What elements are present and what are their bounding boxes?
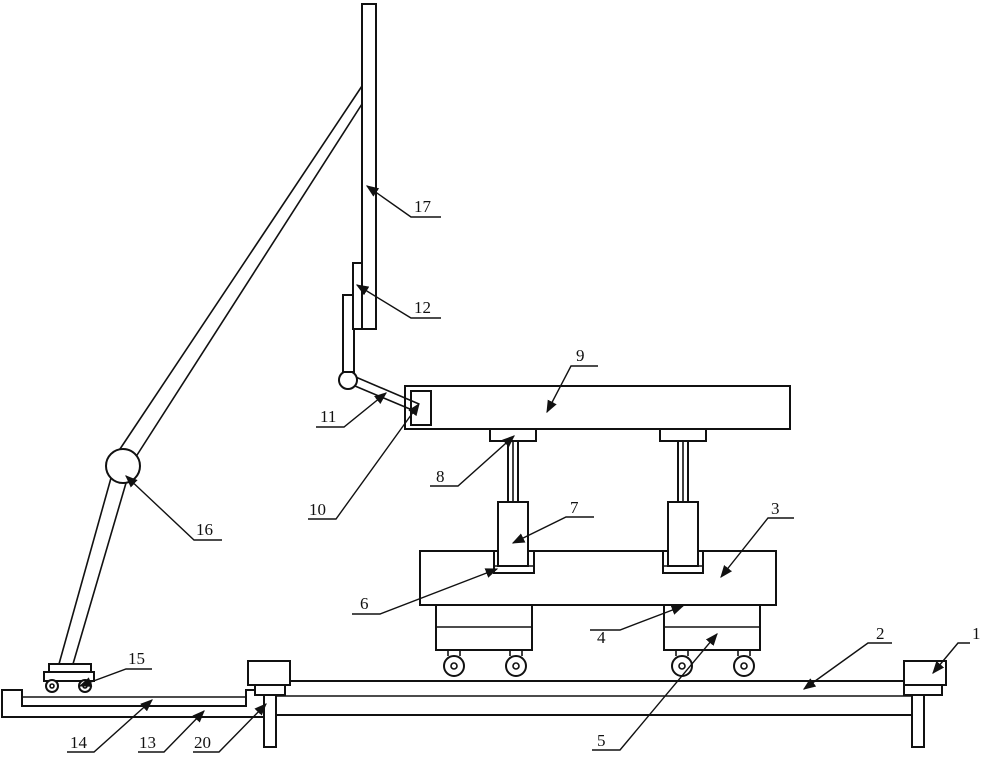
leader-lines [67,185,970,753]
label-part-2: 2 [876,624,885,643]
base-tray [1,689,266,718]
wheel [443,650,465,677]
carriage-legs [435,604,761,677]
top-beam [404,385,791,430]
diagonal-strut-lower [58,477,127,665]
label-part-15: 15 [128,649,145,668]
part-labels: 1 2 3 4 5 6 7 8 9 10 11 12 13 14 15 16 1… [70,197,981,752]
label-part-20: 20 [194,733,211,752]
label-part-9: 9 [576,346,585,365]
label-part-1: 1 [972,624,981,643]
label-part-5: 5 [597,731,606,750]
foot-trolley [43,663,95,693]
rail [269,680,919,716]
bracket [342,262,363,373]
diagonal-strut-upper [113,85,363,467]
label-part-14: 14 [70,733,88,752]
base-platform [419,550,777,606]
left-rail-support [247,660,291,748]
label-part-16: 16 [196,520,213,539]
label-part-6: 6 [360,594,369,613]
label-part-13: 13 [139,733,156,752]
lift-cylinders [497,440,699,567]
wheel [505,650,527,677]
label-part-12: 12 [414,298,431,317]
label-part-10: 10 [309,500,326,519]
label-part-3: 3 [771,499,780,518]
label-part-4: 4 [597,628,606,647]
wheel [733,650,755,677]
wheel [671,650,693,677]
vertical-post [361,3,377,330]
label-part-17: 17 [414,197,432,216]
mounting-blocks [489,428,707,442]
label-part-7: 7 [570,498,579,517]
label-part-11: 11 [320,407,336,426]
label-part-8: 8 [436,467,445,486]
joint-ball [105,448,141,484]
